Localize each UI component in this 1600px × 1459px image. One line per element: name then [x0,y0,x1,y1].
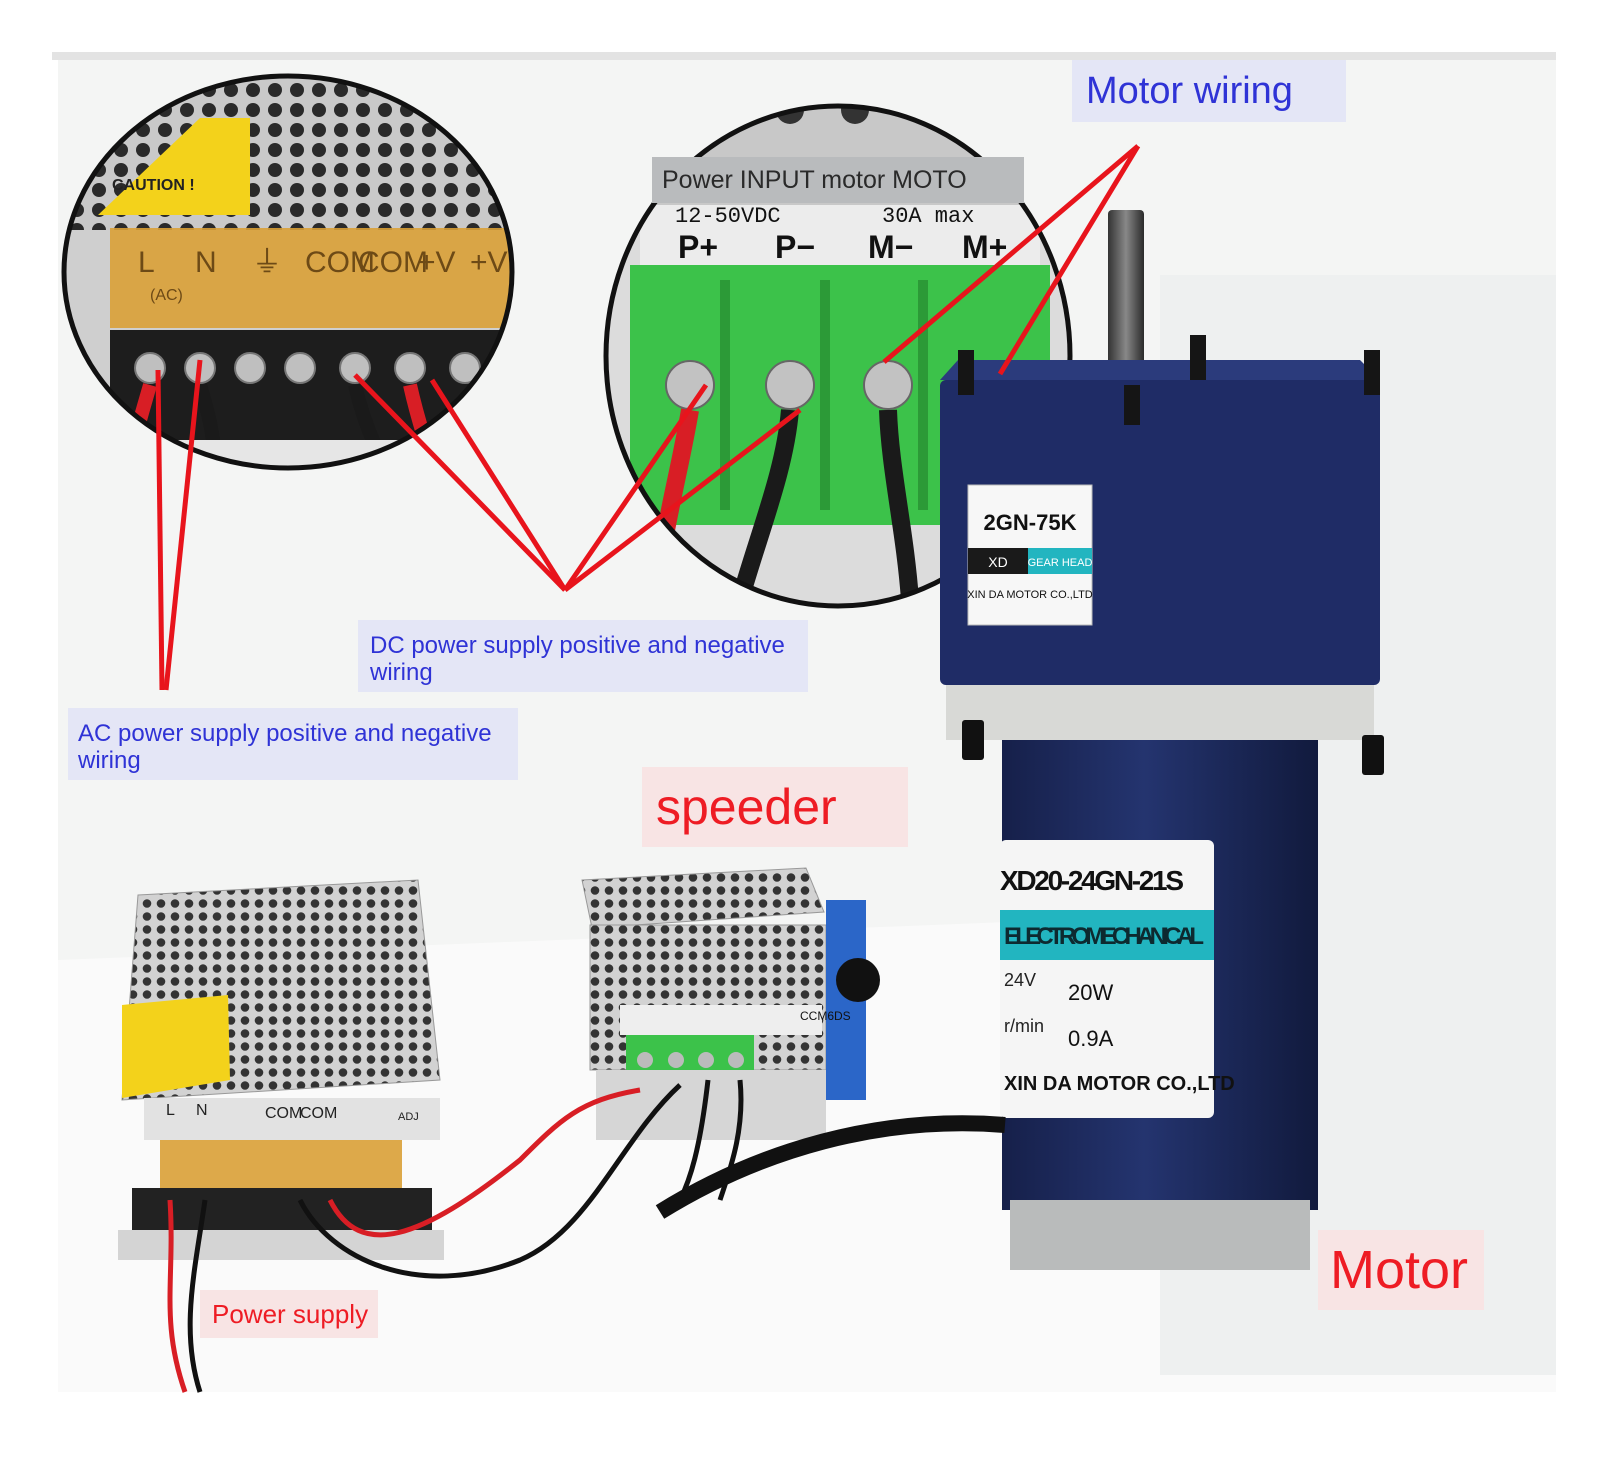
pointer-line [882,144,1140,364]
callout-dc-wiring: DC power supply positive and negative wi… [358,620,808,692]
motor-cable [655,1115,1006,1219]
caution-text: CAUTION ! [112,177,195,194]
black-wire [193,383,222,468]
terminal-label: M− [868,229,913,265]
pointer-line [163,359,203,691]
pointer-line [429,378,568,592]
callout-motor: Motor [1318,1230,1484,1310]
callout-power-supply: Power supply [200,1290,378,1338]
psu-terminal-label: N [196,1102,208,1119]
psu-terminal-label: COM [300,1105,337,1122]
pointer-line [562,383,709,592]
motor-power: 20W [1068,980,1113,1005]
gearhead-brand: XD [988,554,1007,570]
pointer-line [563,408,802,592]
red-wire [167,1199,188,1393]
caution-sticker [98,118,250,215]
ac-terminal-zoom-circle: CAUTION ! L N ⏚ COM COM +V +V (AC) [61,73,515,471]
terminal-label: P− [775,229,815,265]
black-wire [879,409,919,601]
terminal-label: +V [418,246,456,279]
screw-icon [234,352,266,384]
terminal-label: +V [470,246,508,279]
screw-icon [665,360,715,410]
motor-model: XD20-24GN-21S [1000,865,1184,896]
callout-power-input: Power INPUT motor MOTO [652,157,1024,203]
pointer-line [997,144,1141,376]
pointer-lines [155,144,1141,691]
speed-controller: CCM6DS [581,867,880,1140]
screw-icon [449,352,481,384]
motor-current: 0.9A [1068,1026,1114,1051]
gearhead-type: GEAR HEAD [1028,557,1093,569]
motor-label [1000,840,1214,1118]
power-supply-unit: L N COM COM ADJ [118,879,444,1260]
screw-icon [394,352,426,384]
controller-model: CCM6DS [800,1009,851,1023]
ac-sub-label: (AC) [150,287,183,304]
psu-terminal-strip [132,1188,432,1232]
black-wire [717,1079,744,1201]
voltage-rating: 12-50VDC [675,204,781,229]
motor-speed: r/min [1004,1016,1044,1036]
black-wire [187,1199,208,1393]
callout-speeder: speeder [642,767,908,847]
amber-cover [110,228,512,328]
terminal-label: ⏚ [252,246,282,279]
psu-terminal-label: COM [265,1105,302,1122]
terminal-label: COM [305,246,375,279]
psu-adj-label: ADJ [398,1111,419,1123]
terminal-label: L [138,246,155,279]
gearhead-model: 2GN-75K [984,510,1077,535]
terminal-label: COM [358,246,428,279]
callout-motor-wiring: Motor wiring [1072,60,1346,122]
gear-motor: 2GN-75K XD GEAR HEAD XIN DA MOTOR CO.,LT… [940,210,1384,1270]
psu-terminal-label: L [166,1102,175,1119]
pointer-line [155,369,165,691]
red-wire [327,1087,641,1238]
motor-end-cap [1010,1200,1310,1270]
screw-icon [765,360,815,410]
terminal-label: M+ [962,229,1007,265]
terminal-legend-plate [640,205,1040,265]
black-wire [297,1083,682,1279]
black-wire [731,409,799,603]
motor-maker: XIN DA MOTOR CO.,LTD [1004,1073,1235,1095]
terminal-label: N [195,246,217,279]
speed-knob-icon[interactable] [836,958,880,1002]
callout-ac-wiring: AC power supply positive and negative wi… [68,708,518,780]
screw-icon [284,352,316,384]
flange-plate [946,685,1374,740]
top-divider [52,52,1556,60]
pointer-line [353,373,567,592]
motor-voltage: 24V [1004,970,1036,990]
screw-icon [339,352,371,384]
current-rating: 30A max [882,204,974,229]
motor-banner: ELECTROMECHANICAL [1004,923,1204,950]
terminal-label: P+ [678,229,718,265]
screw-icon [863,360,913,410]
gearhead-maker: XIN DA MOTOR CO.,LTD [967,589,1093,601]
psu-caution-sticker [122,995,230,1098]
motor-shaft [1108,210,1144,400]
